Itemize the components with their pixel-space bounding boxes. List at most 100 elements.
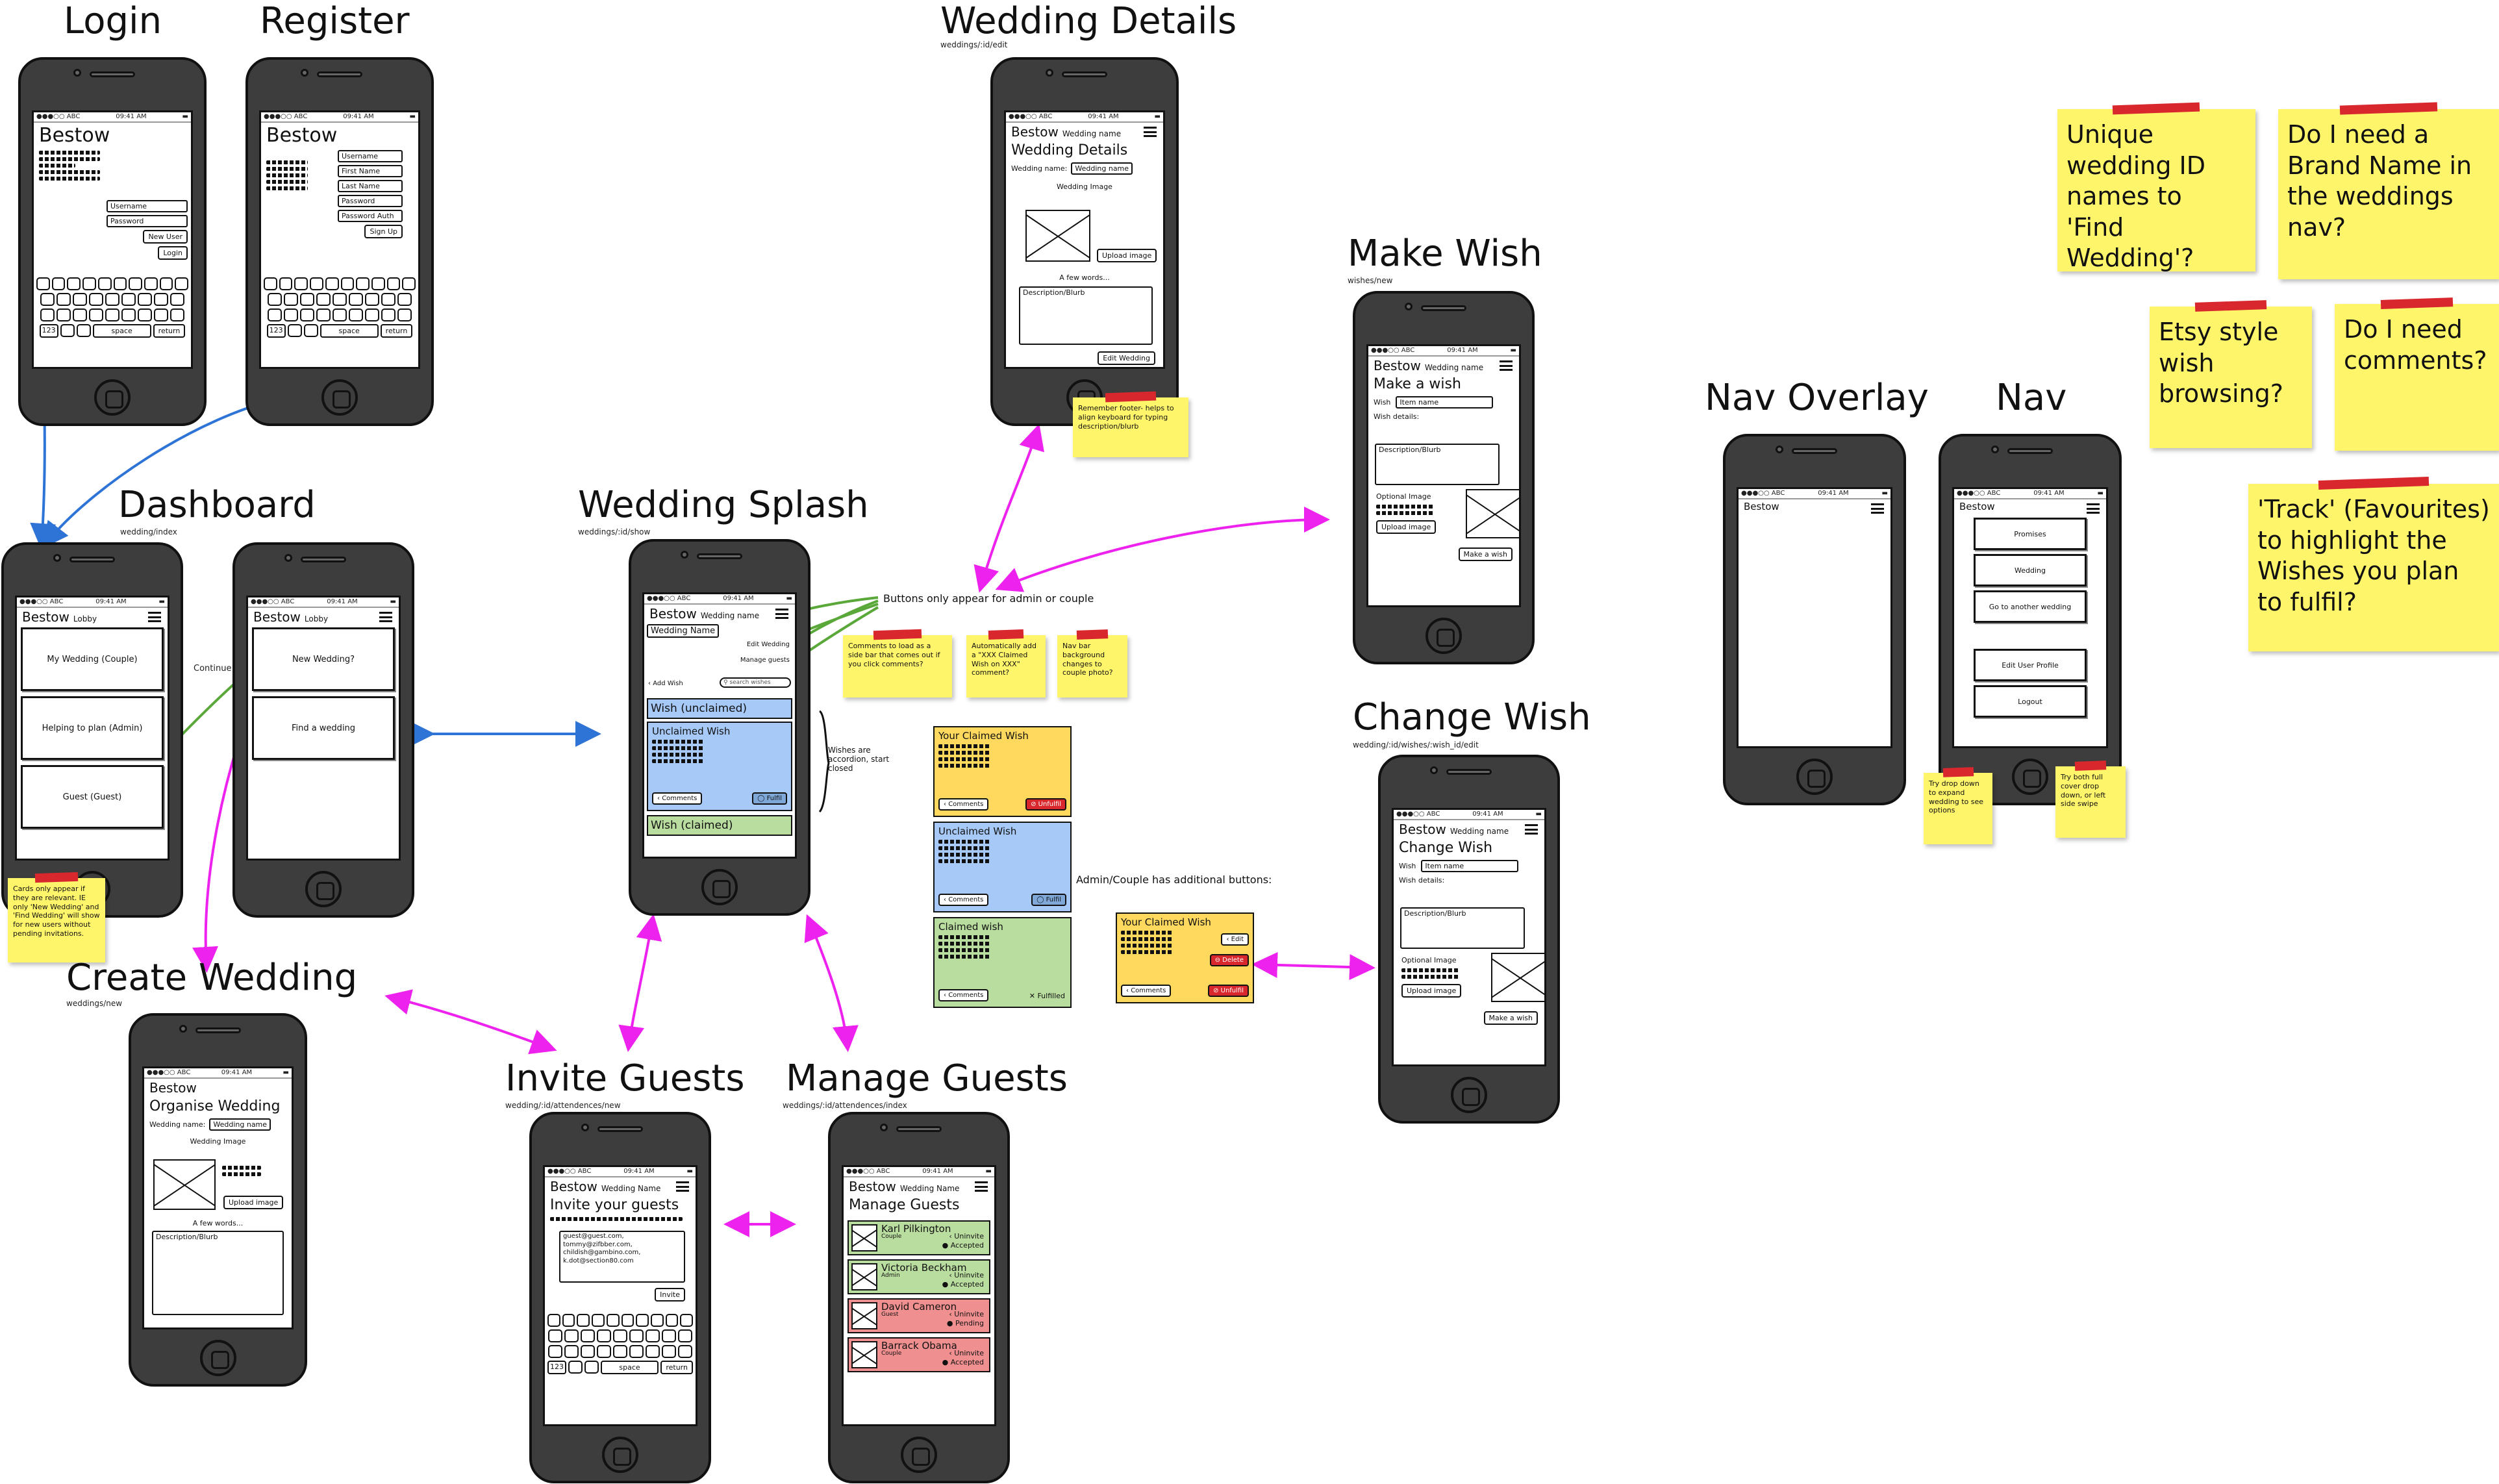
menu-icon[interactable]	[1500, 360, 1513, 371]
image-placeholder	[1025, 210, 1090, 262]
nav-item-edit-profile[interactable]: Edit User Profile	[1974, 649, 2087, 681]
comments-button[interactable]: ‹ Comments	[938, 798, 989, 811]
unfulfil-button[interactable]: ⊘ Unfulfil	[1208, 985, 1249, 997]
fulfil-button[interactable]: ◯ Fulfil	[752, 792, 787, 805]
make-a-wish-button[interactable]: Make a wish	[1458, 547, 1513, 561]
fulfil-button[interactable]: ◯ Fulfil	[1031, 894, 1066, 906]
wish-claimed-header[interactable]: Wish (claimed)	[647, 815, 792, 836]
upload-image-button[interactable]: Upload image	[1401, 984, 1462, 998]
manage-guests-link[interactable]: Manage guests	[740, 657, 790, 664]
brand-label: Bestow	[266, 124, 338, 147]
wish-details-field[interactable]: Description/Blurb	[1375, 444, 1500, 485]
title-invite-guests: Invite Guests	[505, 1057, 745, 1100]
wedding-name-field: Wedding Name	[647, 624, 720, 638]
sign-up-button[interactable]: Sign Up	[364, 225, 403, 238]
wedding-name-field[interactable]: Wedding name	[1071, 162, 1133, 175]
page-heading: Invite your guests	[550, 1197, 679, 1213]
description-field[interactable]: Description/Blurb	[1019, 286, 1153, 345]
avatar	[851, 1263, 877, 1290]
wish-name-field[interactable]: Item name	[1396, 396, 1494, 409]
menu-icon[interactable]	[975, 1181, 988, 1192]
menu-icon[interactable]	[1144, 127, 1157, 137]
title-nav: Nav	[1996, 377, 2067, 419]
search-wishes-input[interactable]: ⚲ search wishes	[720, 677, 791, 688]
menu-icon[interactable]	[1871, 503, 1884, 514]
uninvite-button[interactable]: ‹ Uninvite	[949, 1310, 984, 1318]
password-field[interactable]: Password	[338, 195, 403, 207]
card-guest[interactable]: Guest (Guest)	[21, 765, 164, 829]
uninvite-button[interactable]: ‹ Uninvite	[949, 1232, 984, 1240]
nav-item-wedding[interactable]: Wedding	[1974, 554, 2087, 586]
nav-item-logout[interactable]: Logout	[1974, 685, 2087, 718]
guest-role: Couple	[881, 1350, 902, 1357]
uninvite-button[interactable]: ‹ Uninvite	[949, 1349, 984, 1357]
first-name-field[interactable]: First Name	[338, 165, 403, 177]
menu-icon[interactable]	[148, 612, 161, 622]
username-field[interactable]: Username	[107, 200, 188, 212]
nav-item-other-wedding[interactable]: Go to another wedding	[1974, 590, 2087, 623]
upload-image-button[interactable]: Upload image	[1376, 520, 1437, 534]
route-dashboard: wedding/index	[120, 527, 177, 536]
menu-icon[interactable]	[1525, 824, 1538, 835]
make-a-wish-button[interactable]: Make a wish	[1483, 1011, 1538, 1025]
menu-icon[interactable]	[379, 612, 392, 622]
uninvite-button[interactable]: ‹ Uninvite	[949, 1271, 984, 1279]
comments-button[interactable]: ‹ Comments	[652, 792, 703, 805]
page-heading: Change Wish	[1399, 840, 1493, 856]
card-helping-plan[interactable]: Helping to plan (Admin)	[21, 696, 164, 760]
wish-unclaimed-header[interactable]: Wish (unclaimed)	[647, 698, 792, 719]
delete-wish-button[interactable]: ⊖ Delete	[1209, 954, 1249, 966]
accordion-note: Wishes are accordion, start closed	[828, 746, 890, 773]
edit-wedding-link[interactable]: Edit Wedding	[746, 641, 790, 648]
menu-icon[interactable]	[676, 1181, 689, 1192]
upload-image-button[interactable]: Upload image	[1097, 249, 1157, 262]
card-new-wedding[interactable]: New Wedding?	[252, 627, 395, 691]
wish-name-field[interactable]: Item name	[1421, 860, 1519, 872]
edit-wish-button[interactable]: ‹ Edit	[1221, 933, 1249, 946]
route-create-wedding: weddings/new	[66, 999, 123, 1008]
nav-item-promises[interactable]: Promises	[1974, 518, 2087, 550]
guest-role: Guest	[881, 1311, 899, 1318]
add-wish-link[interactable]: ‹ Add Wish	[648, 680, 683, 687]
last-name-field[interactable]: Last Name	[338, 180, 403, 192]
card-find-wedding[interactable]: Find a wedding	[252, 696, 395, 760]
brand-label: Bestow	[550, 1179, 597, 1194]
page-heading: Organise Wedding	[149, 1098, 281, 1114]
image-placeholder	[1491, 953, 1544, 1002]
title-wedding-details: Wedding Details	[940, 0, 1237, 42]
wedding-name-field[interactable]: Wedding name	[209, 1118, 271, 1131]
comments-button[interactable]: ‹ Comments	[938, 894, 989, 906]
avatar	[851, 1302, 877, 1329]
menu-icon[interactable]	[2087, 503, 2100, 514]
route-wedding-splash: weddings/:id/show	[578, 527, 651, 536]
menu-icon[interactable]	[775, 609, 788, 619]
emails-field[interactable]: guest@guest.com,tommy@zifbber.com,childi…	[559, 1231, 685, 1283]
login-button[interactable]: Login	[158, 246, 188, 260]
comments-button[interactable]: ‹ Comments	[1121, 985, 1172, 997]
description-field[interactable]: Description/Blurb	[152, 1231, 284, 1315]
unfulfil-button[interactable]: ⊘ Unfulfil	[1025, 798, 1066, 811]
sticky-brand-name: Do I need a Brand Name in the weddings n…	[2278, 102, 2499, 279]
upload-image-button[interactable]: Upload image	[223, 1196, 284, 1209]
arrow-splash-manage	[804, 914, 859, 1052]
username-field[interactable]: Username	[338, 150, 403, 162]
comments-button[interactable]: ‹ Comments	[938, 989, 989, 1001]
password-field[interactable]: Password	[107, 215, 188, 227]
password-auth-field[interactable]: Password Auth	[338, 210, 403, 222]
wish-details-field[interactable]: Description/Blurb	[1400, 907, 1525, 949]
card-my-wedding[interactable]: My Wedding (Couple)	[21, 627, 164, 691]
edit-wedding-button[interactable]: Edit Wedding	[1098, 351, 1155, 365]
title-login: Login	[64, 0, 162, 42]
new-user-button[interactable]: New User	[143, 230, 188, 244]
invite-button[interactable]: Invite	[655, 1288, 685, 1302]
